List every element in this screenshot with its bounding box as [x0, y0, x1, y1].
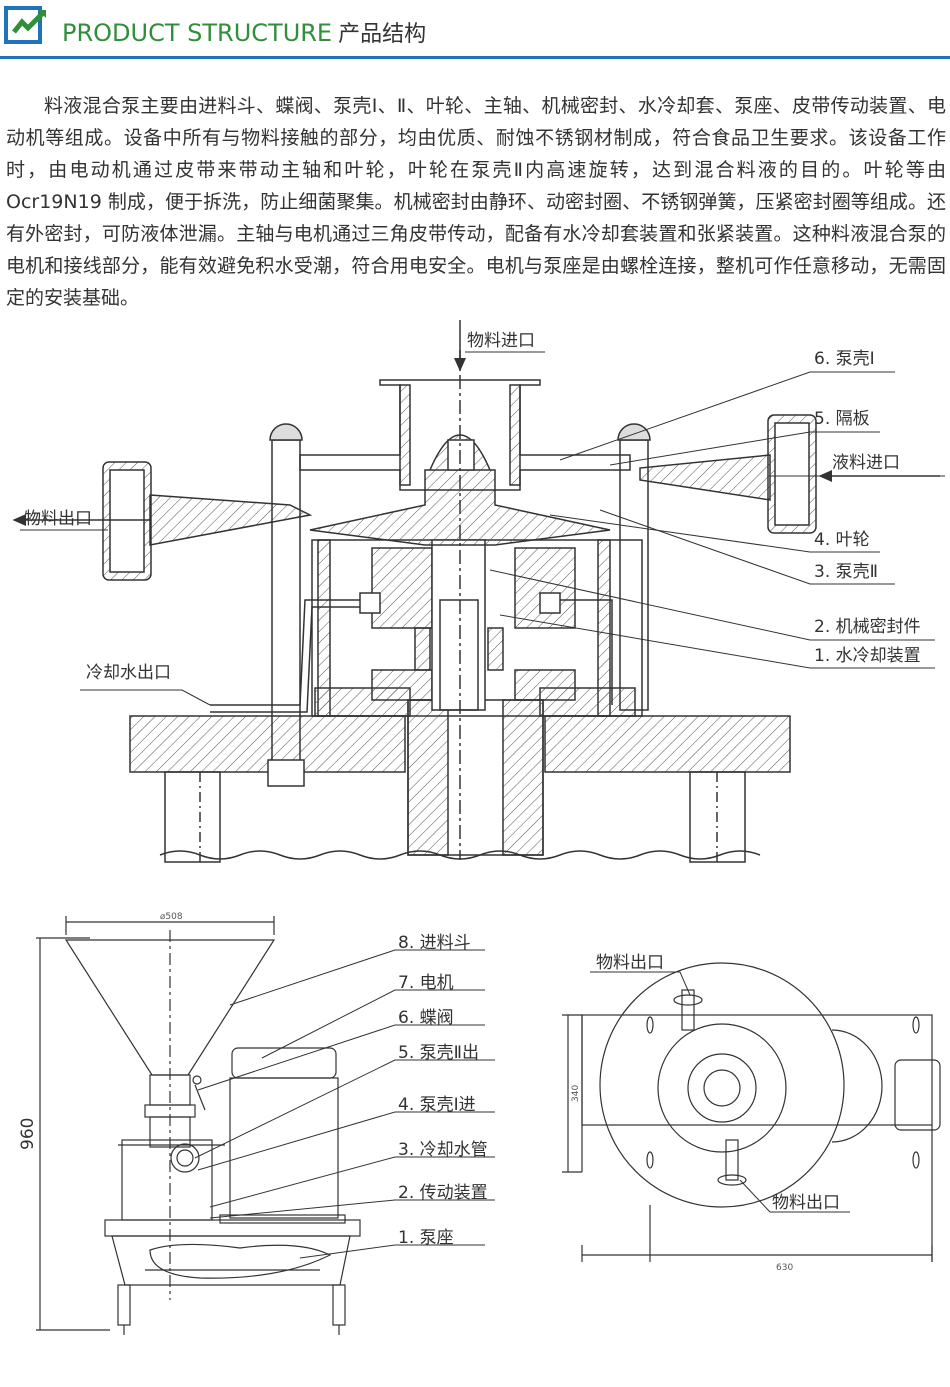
section-part-4: 4. 叶轮 — [814, 530, 870, 550]
side-part-6: 6. 蝶阀 — [398, 1008, 454, 1028]
side-part-7: 7. 电机 — [398, 973, 454, 993]
header-divider — [0, 56, 950, 59]
side-part-5: 5. 泵壳Ⅱ出 — [398, 1043, 479, 1063]
side-view — [36, 916, 361, 1335]
top-outlet-bottom: 物料出口 — [772, 1193, 840, 1213]
logo-icon — [4, 6, 46, 44]
side-part-2: 2. 传动装置 — [398, 1183, 488, 1203]
top-leaders — [590, 971, 850, 1213]
side-part-8: 8. 进料斗 — [398, 933, 471, 953]
base-plate-right — [544, 715, 791, 773]
label-inlet-top: 物料进口 — [467, 331, 535, 351]
section-part-3: 3. 泵壳Ⅱ — [814, 562, 878, 582]
top-outlet-top: 物料出口 — [596, 953, 664, 973]
section-part-6: 6. 泵壳Ⅰ — [814, 349, 875, 369]
section-leaders — [20, 351, 935, 706]
section-part-5: 5. 隔板 — [814, 409, 870, 429]
intro-paragraph: 料液混合泵主要由进料斗、蝶阀、泵壳Ⅰ、Ⅱ、叶轮、主轴、机械密封、水冷却套、泵座、… — [6, 95, 946, 309]
label-cooling-outlet: 冷却水出口 — [86, 663, 171, 683]
side-dim-height: 960 — [18, 1118, 38, 1150]
side-part-3: 3. 冷却水管 — [398, 1140, 488, 1160]
section-part-2: 2. 机械密封件 — [814, 617, 921, 637]
section-diagram — [12, 320, 945, 863]
label-outlet-left: 物料出口 — [24, 509, 92, 529]
title-en: PRODUCT STRUCTURE — [62, 19, 333, 47]
side-part-1: 1. 泵座 — [398, 1228, 454, 1248]
title-zh: 产品结构 — [338, 22, 427, 47]
top-dim-height: 340 — [571, 1085, 581, 1102]
side-dim-top: ⌀508 — [160, 912, 183, 922]
side-part-4: 4. 泵壳Ⅰ进 — [398, 1095, 476, 1115]
side-leaders — [194, 949, 495, 1259]
section-part-1: 1. 水冷却装置 — [814, 646, 921, 666]
top-view — [562, 962, 941, 1262]
top-dim-width: 630 — [776, 1263, 793, 1273]
label-liquid-inlet: 液料进口 — [832, 453, 900, 473]
